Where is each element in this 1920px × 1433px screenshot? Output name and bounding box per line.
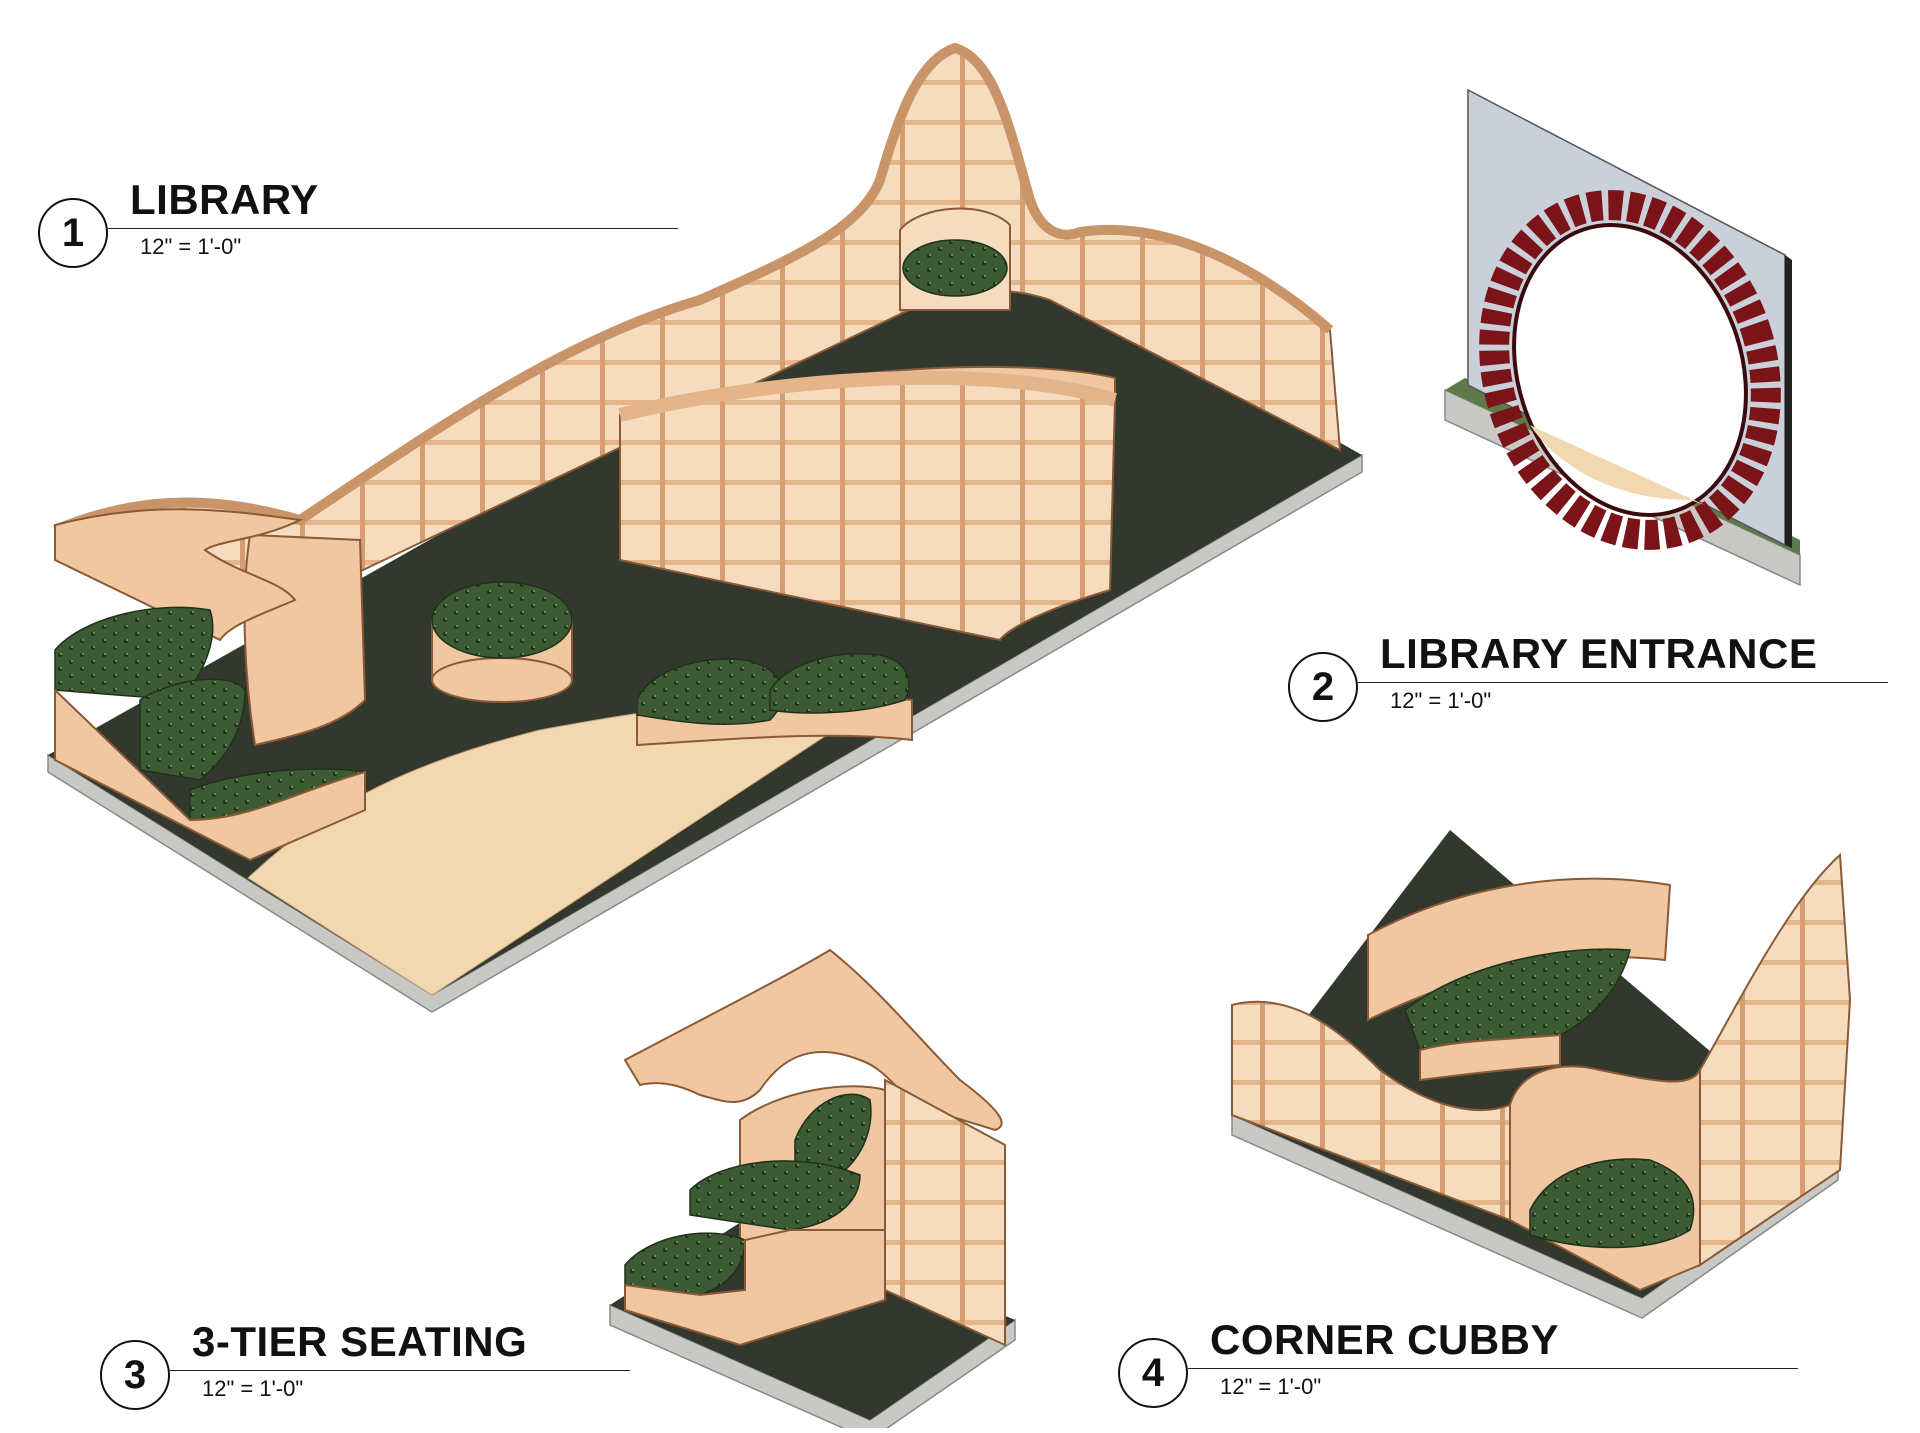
title-underline: [1188, 1368, 1798, 1369]
entrance-wall-edge: [1785, 255, 1792, 548]
view-number-bubble: 1: [38, 198, 108, 268]
tier-seat-risers: [624, 1229, 886, 1347]
tier-seat-middle: [689, 1160, 861, 1231]
library-bench-cushion-right: [769, 653, 910, 714]
view-number-bubble: 3: [100, 1340, 170, 1410]
cubby-right-shelf: [1699, 852, 1852, 1267]
view-number-bubble: 2: [1288, 652, 1358, 722]
view-number: 3: [123, 1352, 147, 1397]
view-number: 2: [1311, 664, 1335, 709]
library-left-column: [243, 533, 367, 747]
title-underline: [170, 1370, 630, 1371]
library-tiered-seat-2: [139, 678, 246, 781]
view-title: 3-TIER SEATING: [192, 1318, 528, 1365]
cubby-arch-cushion: [1529, 1158, 1695, 1249]
entrance-view: [1444, 88, 1801, 587]
view-title: CORNER CUBBY: [1210, 1316, 1560, 1363]
tier-seating-view: [609, 948, 1016, 1433]
view-title: LIBRARY: [130, 176, 319, 223]
library-seating-base: [54, 687, 366, 862]
library-ottoman-top: [431, 581, 573, 659]
view-number: 4: [1141, 1350, 1165, 1395]
library-front-shelf-cap: [618, 370, 1117, 422]
title-underline: [108, 228, 678, 229]
cubby-left-shelf: [1231, 1000, 1511, 1222]
entrance-ring-outer: [1479, 190, 1781, 550]
view-title: LIBRARY ENTRANCE: [1380, 630, 1818, 677]
library-view: [47, 42, 1363, 1013]
corner-cubby-view: [1231, 830, 1852, 1319]
cubby-bench-base: [1419, 1033, 1561, 1082]
title-underline: [1358, 682, 1888, 683]
library-wave-cap: [53, 42, 1334, 535]
view-number: 1: [61, 210, 85, 255]
view-scale: 12" = 1'-0": [1390, 688, 1492, 713]
view-scale: 12" = 1'-0": [202, 1376, 304, 1401]
view-number-bubble: 4: [1118, 1338, 1188, 1408]
view-scale: 12" = 1'-0": [140, 234, 242, 259]
library-left-canopy: [54, 508, 304, 642]
library-ottoman-bottom: [431, 657, 573, 703]
view-scale: 12" = 1'-0": [1220, 1374, 1322, 1399]
entrance-opening: [1512, 223, 1748, 517]
library-arch-cushion: [902, 239, 1008, 297]
